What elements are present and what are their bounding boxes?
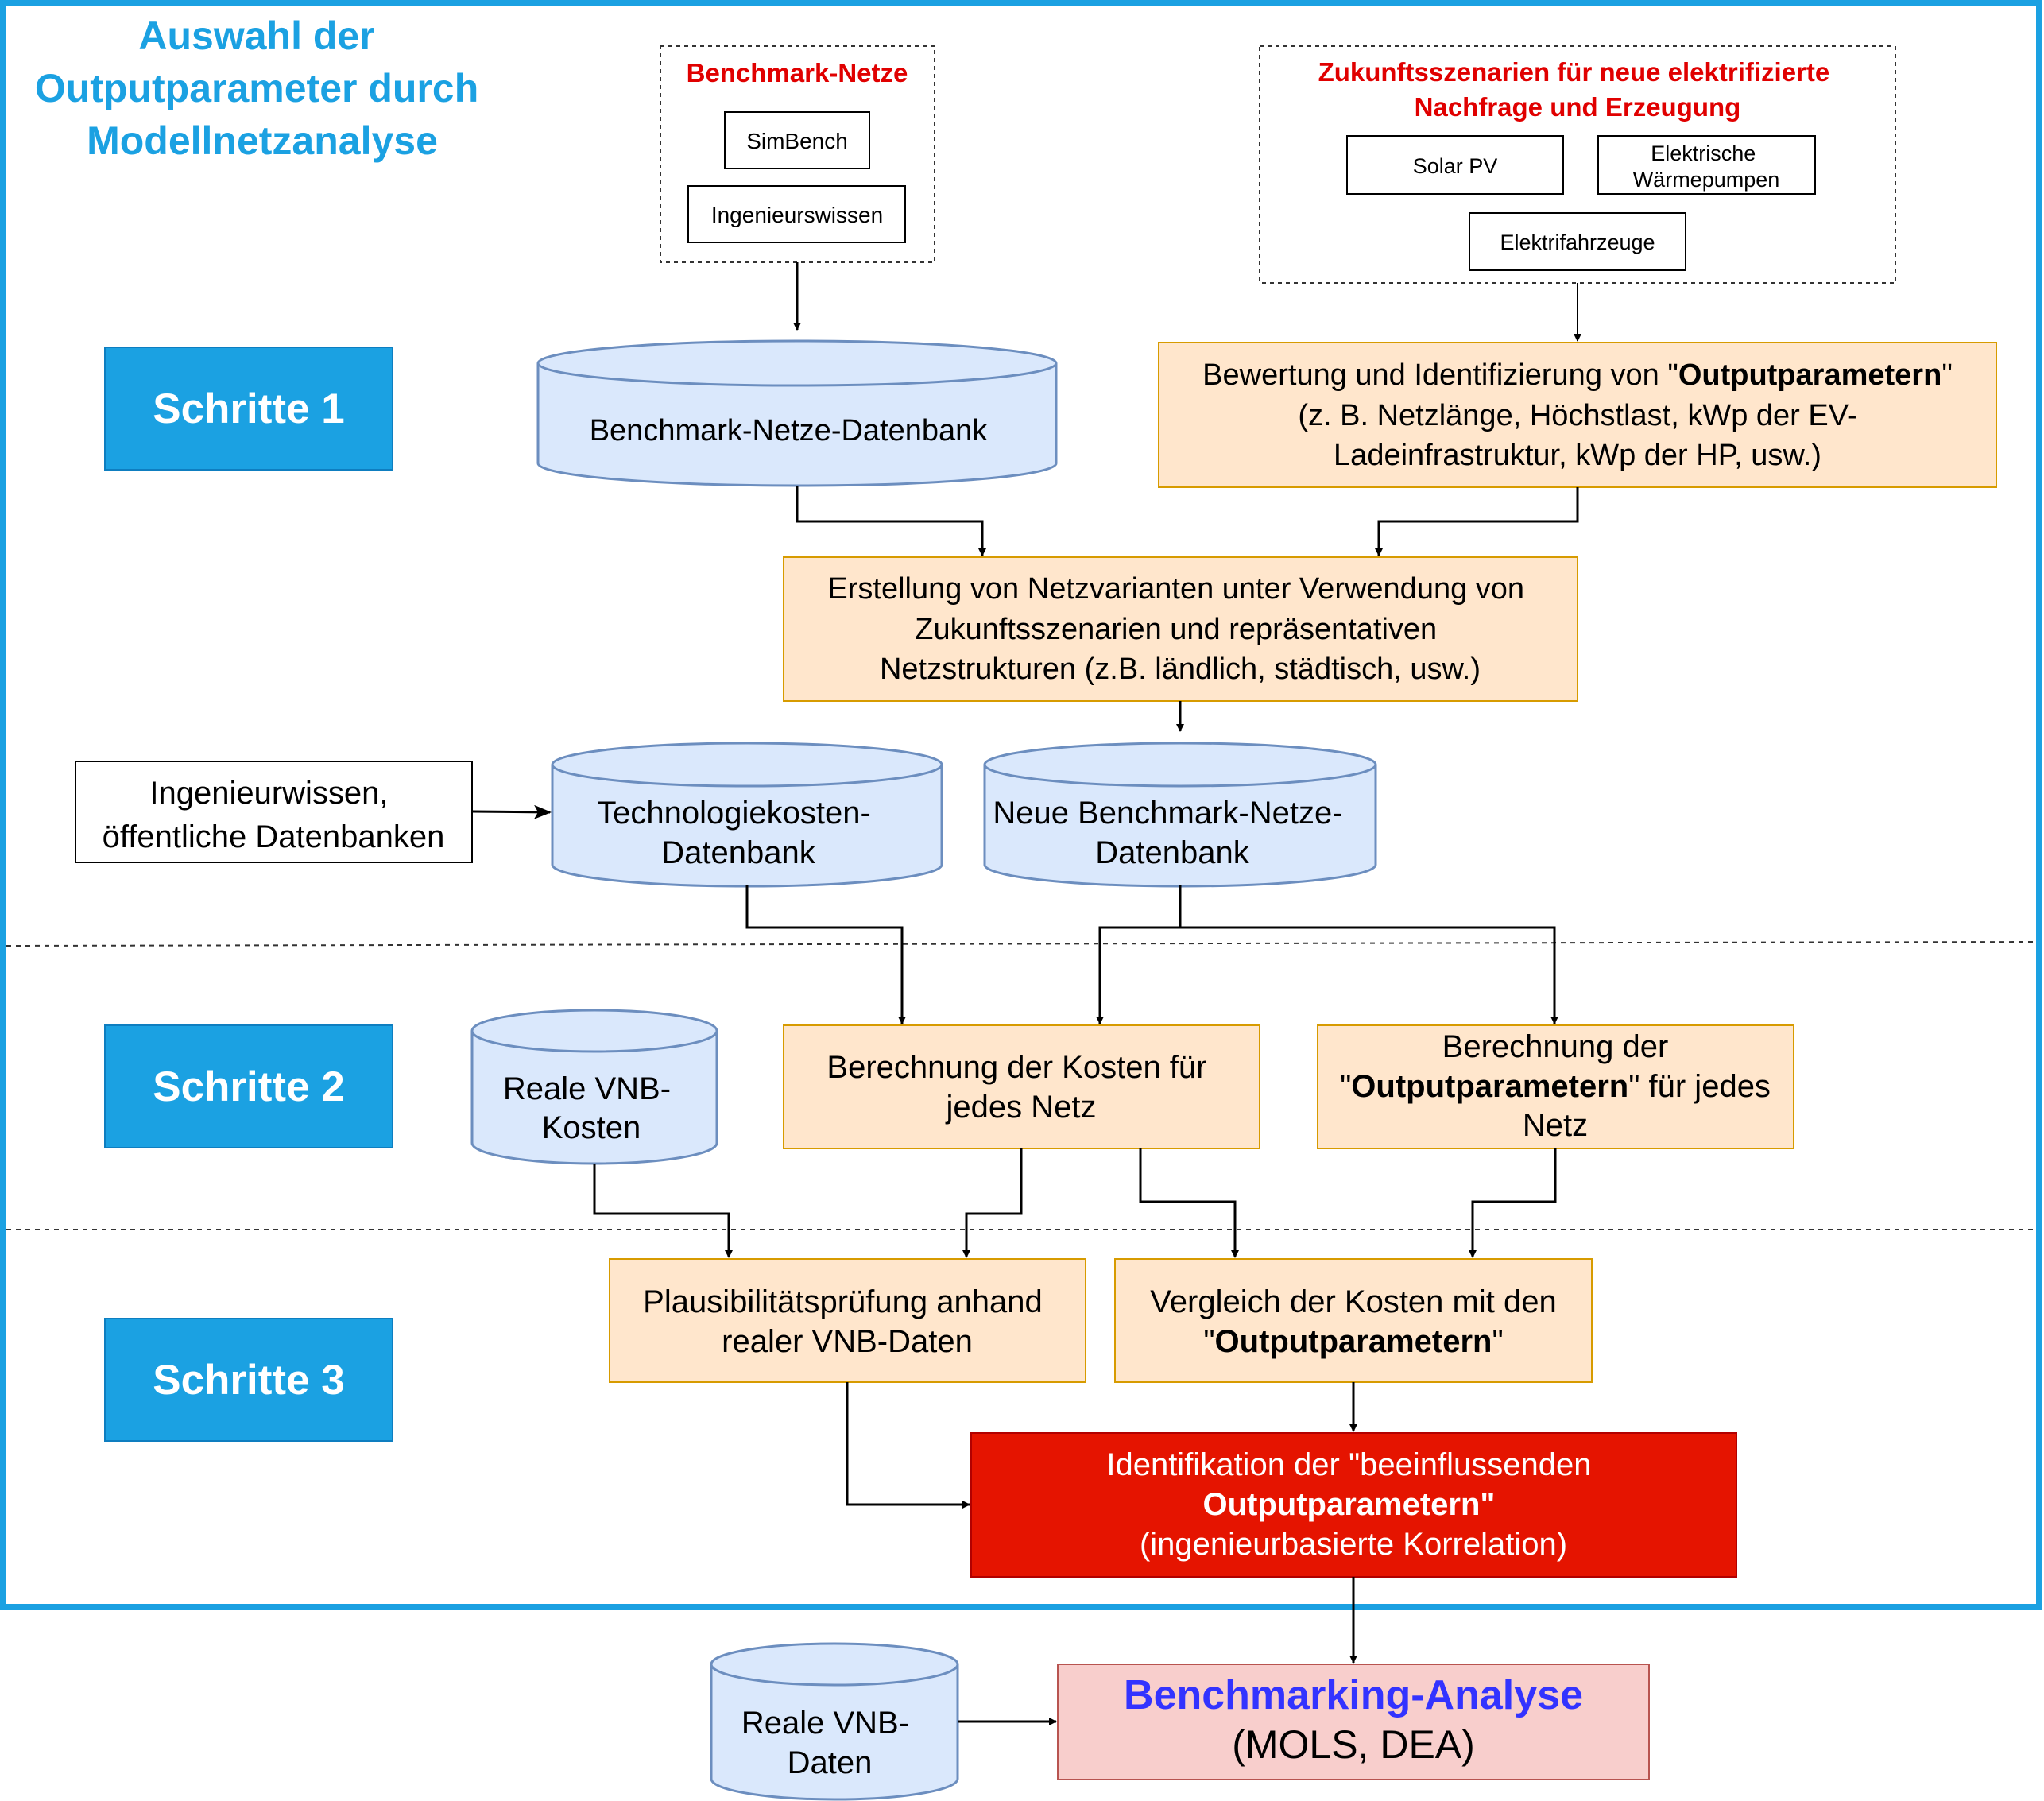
- vergleich-kosten-line-2: "Outputparametern": [1203, 1324, 1503, 1359]
- vergleich-kosten-box: Vergleich der Kosten mit den "Outputpara…: [1114, 1258, 1593, 1383]
- arrow-vnb-kosten-to-plausibel: [593, 1164, 733, 1258]
- zukunftsszenarien-group: Zukunftsszenarien für neue elektrifizier…: [1259, 45, 1896, 284]
- waermepumpen-label: Elektrische Wärmepumpen: [1633, 141, 1780, 192]
- arrow-ingenieurwissen-to-tech-datenbank: [471, 804, 552, 819]
- benchmark-netze-group: Benchmark-Netze SimBench Ingenieurswisse…: [660, 45, 935, 263]
- ingenieurwissen-datenbanken-label: Ingenieurwissen, öffentliche Datenbanken: [103, 776, 445, 854]
- diagram-title: Auswahl der Outputparameter durch Modell…: [35, 14, 490, 163]
- step-1-label: Schritte 1: [153, 385, 345, 432]
- berechnung-kosten-box: Berechnung der Kosten für jedes Netz: [783, 1024, 1260, 1149]
- benchmark-netze-datenbank: Benchmark-Netze-Datenbank: [536, 339, 1058, 487]
- bewertung-line-2: (z. B. Netzlänge, Höchstlast, kWp der EV…: [1298, 399, 1856, 432]
- arrow-tech-datenbank-to-kosten: [745, 885, 906, 1024]
- erstellung-netzvarianten-label: Erstellung von Netzvarianten unter Verwe…: [827, 572, 1532, 686]
- step-3-box: Schritte 3: [104, 1318, 393, 1442]
- arrow-neue-datenbank-to-outputberechnung: [1180, 926, 1558, 1024]
- neue-benchmark-netze-datenbank-label: Neue Benchmark-Netze- Datenbank: [993, 796, 1351, 870]
- solar-pv-label: Solar PV: [1413, 154, 1498, 178]
- neue-benchmark-netze-datenbank: Neue Benchmark-Netze- Datenbank: [983, 742, 1377, 888]
- elektrofahrzeuge-box: [1469, 212, 1686, 271]
- analysis-frame: [0, 0, 2042, 1610]
- technologiekosten-datenbank-label: Technologiekosten- Datenbank: [597, 796, 880, 870]
- arrow-neue-datenbank-to-kosten: [1096, 885, 1182, 1024]
- ingenieurwissen-datenbanken-box: Ingenieurwissen, öffentliche Datenbanken: [75, 761, 473, 863]
- simbench-label: SimBench: [746, 129, 848, 153]
- waermepumpen-box: [1597, 135, 1816, 195]
- technologiekosten-datenbank: Technologiekosten- Datenbank: [551, 742, 943, 888]
- benchmark-netze-datenbank-label: Benchmark-Netze-Datenbank: [590, 414, 989, 447]
- step-1-box: Schritte 1: [104, 347, 393, 471]
- arrow-plausibel-to-identifikation: [846, 1382, 970, 1509]
- separator-phase-1-2: [6, 941, 2037, 947]
- identifikation-box: Identifikation der "beeinflussenden Outp…: [970, 1432, 1737, 1578]
- reale-vnb-kosten-label: Reale VNB- Kosten: [503, 1071, 679, 1145]
- benchmarking-analyse-subtitle: (MOLS, DEA): [1232, 1722, 1475, 1767]
- step-2-box: Schritte 2: [104, 1024, 393, 1148]
- step-2-label: Schritte 2: [153, 1063, 345, 1110]
- plausibilitaetspruefung-label: Plausibilitätsprüfung anhand realer VNB-…: [643, 1284, 1051, 1359]
- bewertung-line-1: Bewertung und Identifizierung von "Outpu…: [1202, 358, 1953, 392]
- arrow-bewertung-to-erstellung: [1375, 487, 1579, 556]
- step-3-label: Schritte 3: [153, 1357, 345, 1404]
- elektrofahrzeuge-label: Elektrifahrzeuge: [1500, 230, 1655, 254]
- benchmarking-analyse-title: Benchmarking-Analyse: [1124, 1672, 1583, 1718]
- reale-vnb-kosten-datenbank: Reale VNB- Kosten: [470, 1009, 718, 1165]
- bewertung-box: Bewertung und Identifizierung von "Outpu…: [1158, 342, 1997, 488]
- berechnung-outputparameter-line-2: "Outputparametern" für jedes: [1340, 1069, 1771, 1104]
- vergleich-kosten-line-1: Vergleich der Kosten mit den: [1150, 1284, 1556, 1319]
- arrow-kosten-to-vergleich: [1139, 1148, 1239, 1258]
- zukunftsszenarien-title: Zukunftsszenarien für neue elektrifizier…: [1318, 57, 1837, 122]
- berechnung-outputparameter-line-1: Berechnung der: [1442, 1029, 1669, 1064]
- benchmark-netze-title: Benchmark-Netze: [687, 58, 908, 87]
- berechnung-outputparameter-line-3: Netz: [1523, 1108, 1588, 1143]
- berechnung-outputparameter-box: Berechnung der "Outputparametern" für je…: [1317, 1024, 1794, 1149]
- connectors: [471, 262, 1581, 1725]
- arrow-outputberechnung-to-vergleich: [1469, 1148, 1557, 1258]
- bewertung-line-3: Ladeinfrastruktur, kWp der HP, usw.): [1334, 439, 1821, 472]
- erstellung-netzvarianten-box: Erstellung von Netzvarianten unter Verwe…: [783, 556, 1578, 702]
- berechnung-kosten-label: Berechnung der Kosten für jedes Netz: [827, 1050, 1215, 1125]
- reale-vnb-daten-datenbank: Reale VNB- Daten: [710, 1642, 959, 1801]
- ingenieurswissen-label: Ingenieurswissen: [711, 203, 883, 227]
- simbench-box: [724, 111, 870, 169]
- plausibilitaetspruefung-box: Plausibilitätsprüfung anhand realer VNB-…: [609, 1258, 1086, 1383]
- reale-vnb-daten-label: Reale VNB- Daten: [741, 1706, 918, 1780]
- ingenieurswissen-box: [687, 185, 906, 243]
- arrow-datenbank-to-erstellung: [796, 486, 986, 556]
- arrow-kosten-to-plausibel: [962, 1148, 1023, 1258]
- benchmarking-analyse-box: Benchmarking-Analyse (MOLS, DEA): [1057, 1664, 1650, 1780]
- solar-pv-box: [1346, 135, 1564, 195]
- identifikation-label: Identifikation der "beeinflussenden Outp…: [1106, 1447, 1600, 1562]
